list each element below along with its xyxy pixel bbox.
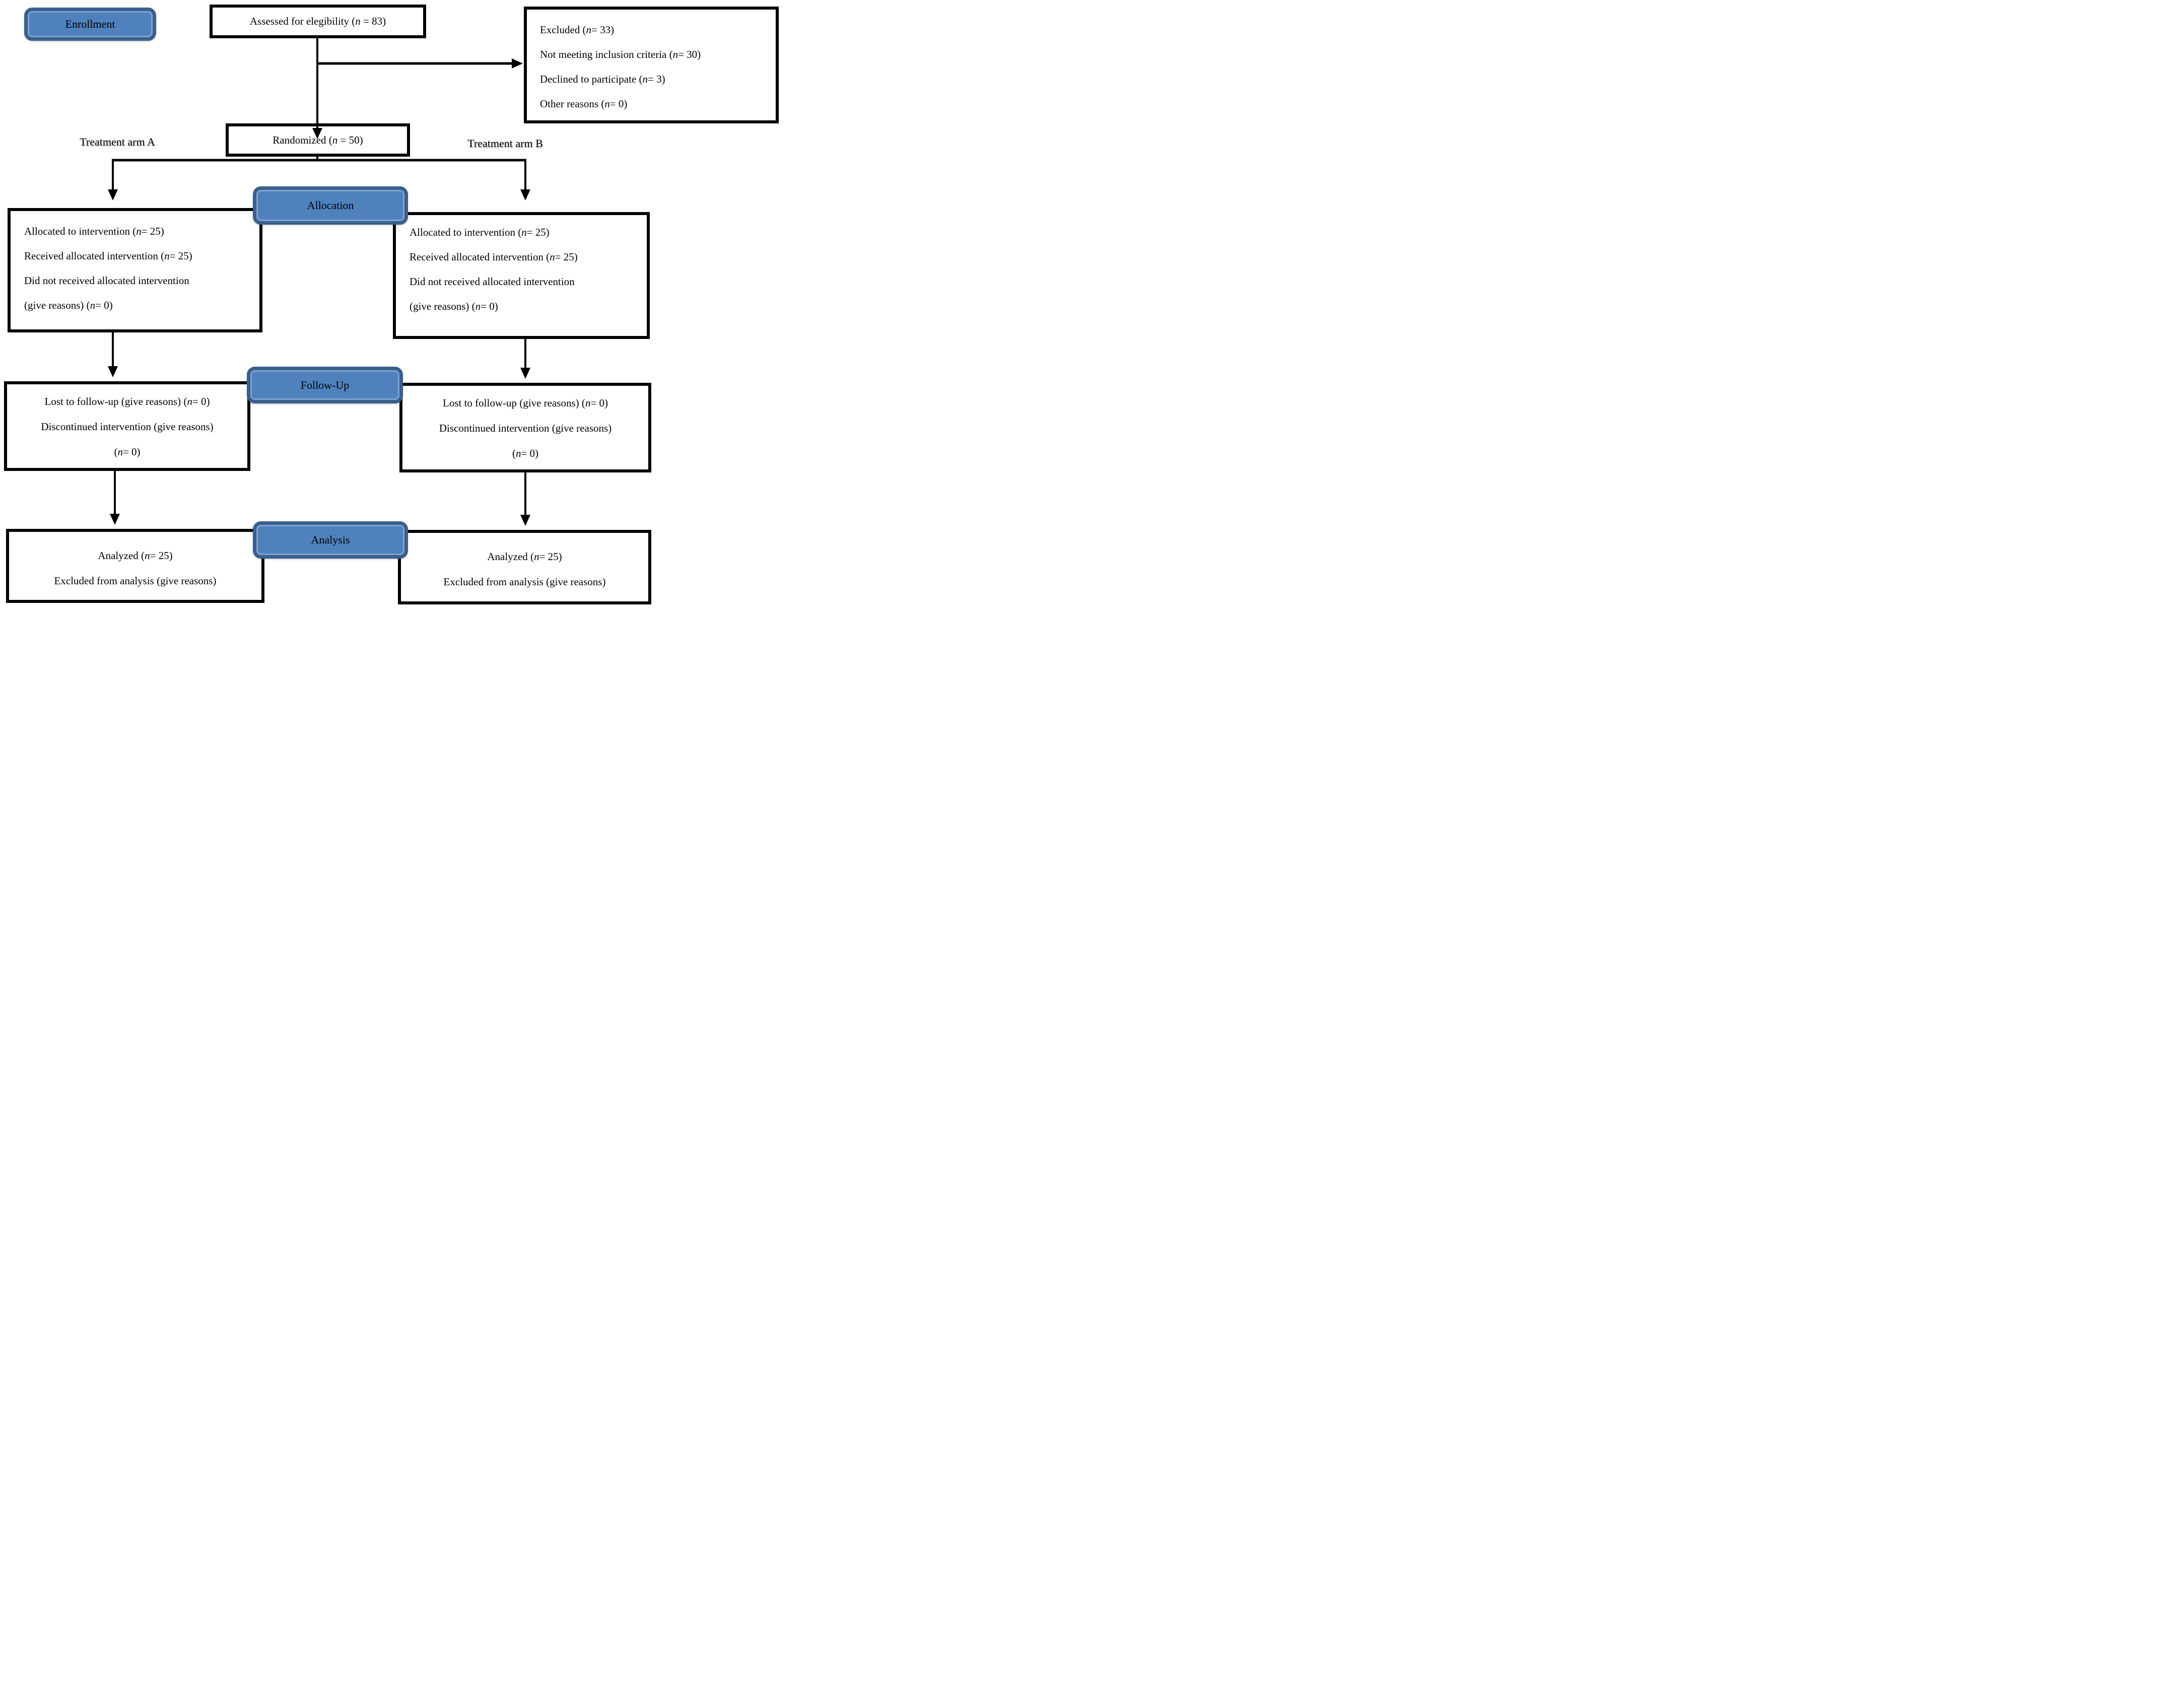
analysis-arm-b-box: Analyzed (n = 25) Excluded from analysis…	[398, 530, 651, 604]
allocation-stage-badge: Allocation	[253, 186, 408, 225]
allocation-arm-b-line: (give reasons) (n = 0)	[410, 300, 498, 313]
allocation-arm-b-line: Allocated to intervention (n = 25)	[410, 226, 550, 239]
treatment-arm-a-label: Treatment arm A	[80, 135, 155, 148]
arrow-followup-to-analysis-arm-b	[520, 472, 530, 526]
excluded-line: Excluded (n = 33)	[540, 24, 615, 36]
analysis-arm-b-line: Analyzed (n = 25)	[487, 550, 562, 563]
arrow-to-excluded	[316, 58, 523, 69]
allocation-stage-label: Allocation	[307, 199, 354, 212]
arrow-alloc-to-followup-arm-b	[520, 339, 530, 379]
followup-arm-b-line: Discontinued intervention (give reasons)	[439, 422, 612, 434]
treatment-arm-b-label: Treatment arm B	[467, 137, 543, 150]
allocation-arm-a-line: (give reasons) (n = 0)	[24, 299, 113, 312]
excluded-line: Not meeting inclusion criteria (n = 30)	[540, 48, 701, 61]
assessed-for-eligibility-box: Assessed for elegibility (n = 83)	[210, 5, 426, 38]
followup-arm-a-line: Discontinued intervention (give reasons)	[41, 420, 214, 433]
followup-arm-a-box: Lost to follow-up (give reasons) (n = 0)…	[4, 381, 250, 471]
excluded-box: Excluded (n = 33) Not meeting inclusion …	[524, 7, 779, 123]
analysis-stage-label: Analysis	[311, 533, 350, 546]
allocation-arm-b-line: Received allocated intervention (n = 25)	[410, 251, 578, 263]
assessed-text: Assessed for elegibility (n = 83)	[249, 15, 386, 28]
excluded-line: Declined to participate (n= 3)	[540, 73, 665, 86]
arrow-followup-to-analysis-arm-a	[110, 471, 120, 525]
followup-stage-label: Follow-Up	[300, 378, 350, 391]
allocation-arm-b-line: Did not received allocated intervention	[410, 276, 575, 288]
randomized-text: Randomized (n = 50)	[273, 133, 363, 146]
enrollment-stage-label: Enrollment	[65, 18, 115, 30]
followup-arm-a-line: Lost to follow-up (give reasons) (n = 0)	[44, 395, 210, 407]
analysis-stage-badge: Analysis	[253, 521, 408, 559]
consort-flow-diagram: Enrollment Allocation Follow-Up Analysis…	[0, 0, 779, 611]
enrollment-stage-badge: Enrollment	[24, 8, 156, 41]
followup-arm-b-line: Lost to follow-up (give reasons) (n = 0)	[443, 396, 608, 409]
followup-arm-b-box: Lost to follow-up (give reasons) (n = 0)…	[399, 383, 651, 472]
allocation-arm-b-box: Allocated to intervention (n = 25) Recei…	[393, 212, 650, 339]
analysis-arm-a-box: Analyzed (n = 25) Excluded from analysis…	[6, 529, 264, 603]
allocation-arm-a-line: Received allocated intervention (n = 25)	[24, 250, 192, 262]
arrow-alloc-to-followup-arm-a	[108, 332, 118, 377]
randomized-box: Randomized (n = 50)	[226, 123, 410, 157]
analysis-arm-a-line: Analyzed (n = 25)	[98, 549, 173, 562]
excluded-line: Other reasons (n = 0)	[540, 98, 628, 110]
followup-arm-a-line: (n = 0)	[114, 445, 141, 458]
analysis-arm-b-line: Excluded from analysis (give reasons)	[443, 575, 606, 588]
allocation-arm-a-line: Did not received allocated intervention	[24, 275, 189, 287]
allocation-arm-a-box: Allocated to intervention (n = 25) Recei…	[8, 208, 262, 332]
followup-arm-b-line: (n = 0)	[512, 447, 539, 459]
followup-stage-badge: Follow-Up	[247, 367, 403, 403]
allocation-arm-a-line: Allocated to intervention (n = 25)	[24, 225, 164, 238]
analysis-arm-a-line: Excluded from analysis (give reasons)	[54, 574, 217, 587]
